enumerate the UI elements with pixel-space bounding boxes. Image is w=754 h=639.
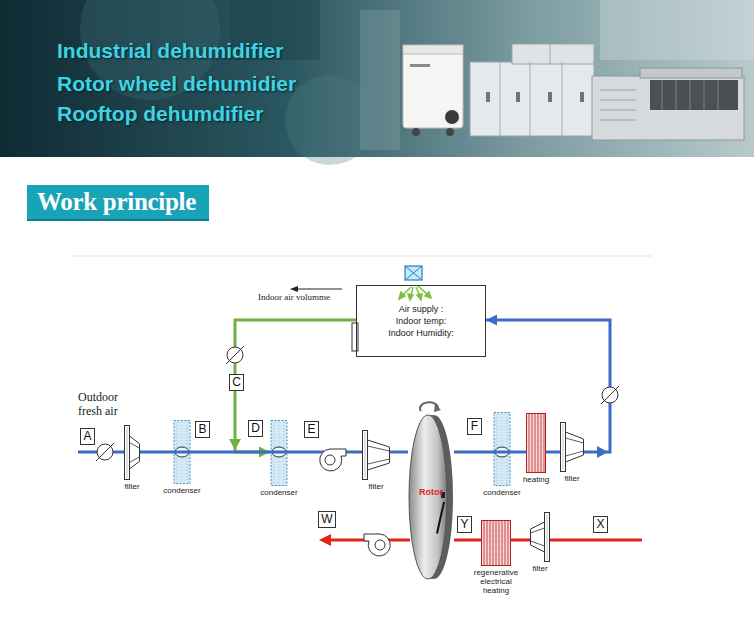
rooftop-unit (592, 68, 744, 140)
heater-symbol: heating (526, 413, 546, 473)
part-label: condenser (260, 488, 297, 497)
node-text: Indoor temp: (396, 315, 447, 327)
point-label: C (229, 374, 244, 391)
condenser-symbol: condenser (270, 420, 288, 486)
node-text: Y (460, 517, 468, 532)
node-text: X (596, 517, 604, 532)
supply-air-arrows (399, 286, 431, 300)
node-text: B (198, 422, 206, 437)
part-label: filter (564, 474, 579, 483)
part-label: filter (368, 482, 383, 491)
banner-background (0, 0, 754, 165)
point-label: F (467, 418, 482, 435)
point-label: X (593, 516, 608, 533)
condenser-symbol-drawing (173, 420, 191, 484)
divider-line (70, 256, 652, 257)
flow-note: Indoor air volumme (258, 292, 330, 302)
filter-symbol-drawing (362, 430, 390, 480)
node-text: E (307, 422, 315, 437)
flow-arrowhead (319, 534, 331, 546)
point-label: B (195, 421, 210, 438)
point-label: E (304, 421, 319, 438)
point-label: D (248, 420, 263, 437)
node-text: Air supply : (399, 303, 444, 315)
inlet-label: Outdoor fresh air (78, 390, 130, 418)
part-label: Rotor (419, 487, 443, 497)
part-label: heating (523, 475, 549, 484)
point-label: A (80, 428, 95, 445)
room-return-grille (352, 323, 358, 351)
part-label: regenerative electrical heating (467, 568, 525, 595)
label-slot: Rooftop dehumdifier (57, 102, 263, 126)
part-label: filter (124, 482, 139, 491)
label-slot: Rotor wheel dehumidier (57, 72, 296, 96)
air-flow-line (235, 320, 356, 452)
node-text: F (471, 419, 478, 434)
filter-symbol: filter (124, 425, 140, 480)
node-text: D (251, 421, 260, 436)
node-text: A (83, 429, 91, 444)
node-text: Indoor Humidity: (388, 327, 454, 339)
heading-text: Work principle (37, 186, 196, 217)
part-label: filter (532, 564, 547, 573)
part-label: condenser (163, 486, 200, 495)
condenser-symbol-drawing (493, 412, 511, 486)
heater-symbol-drawing (481, 520, 511, 566)
air-flow-line (454, 539, 481, 542)
room-box: Air supply :Indoor temp:Indoor Humidity: (356, 285, 486, 357)
banner-text: Industrial dehumidifier (57, 39, 283, 63)
label-slot: Outdoor fresh air (78, 390, 130, 418)
fan-symbol (364, 534, 390, 556)
heater-symbol: regenerative electrical heating (481, 520, 511, 566)
heading-box: Work principle (27, 185, 209, 219)
point-label: Y (457, 516, 472, 533)
air-flow-line (140, 451, 173, 454)
node-text: C (232, 375, 241, 390)
banner-text: Rooftop dehumdifier (57, 102, 263, 126)
indoor-air-arrow (290, 286, 342, 292)
label-slot: Indoor air volumme (258, 292, 330, 302)
supply-diffuser-icon (405, 266, 422, 280)
fan-symbol (320, 449, 346, 471)
banner-text: Rotor wheel dehumidier (57, 72, 296, 96)
air-flow-line (511, 539, 530, 542)
flow-arrowhead (229, 439, 241, 450)
damper-symbol (226, 346, 244, 364)
air-flow-line (511, 451, 526, 454)
condenser-symbol: condenser (493, 412, 511, 486)
filter-symbol-drawing (530, 512, 550, 562)
point-label: W (318, 511, 336, 528)
filter-symbol-drawing (124, 425, 140, 480)
damper-symbol (96, 443, 114, 461)
filter-symbol: filter (362, 430, 390, 480)
air-flow-line (390, 451, 408, 454)
node-text: W (321, 512, 332, 527)
rotor-wheel-drawing (408, 414, 454, 580)
portable-dehumidifier (403, 45, 463, 136)
regen-air-line (548, 539, 642, 542)
label-slot: Industrial dehumidifier (57, 39, 283, 63)
filter-symbol-drawing (560, 422, 584, 472)
air-flow-line (546, 451, 560, 454)
flow-arrowhead (597, 446, 608, 458)
air-flow-line (191, 451, 270, 454)
air-flow-line (454, 451, 493, 454)
rotation-arrow (420, 402, 441, 412)
rotor-wheel: Rotor (408, 414, 454, 580)
part-label: condenser (483, 488, 520, 497)
heater-symbol-drawing (526, 413, 546, 473)
filter-symbol: filter (530, 512, 550, 562)
filter-symbol: filter (560, 422, 584, 472)
damper-symbol (601, 386, 619, 404)
air-handling-unit (470, 44, 594, 136)
condenser-symbol: condenser (173, 420, 191, 484)
condenser-symbol-drawing (270, 420, 288, 486)
